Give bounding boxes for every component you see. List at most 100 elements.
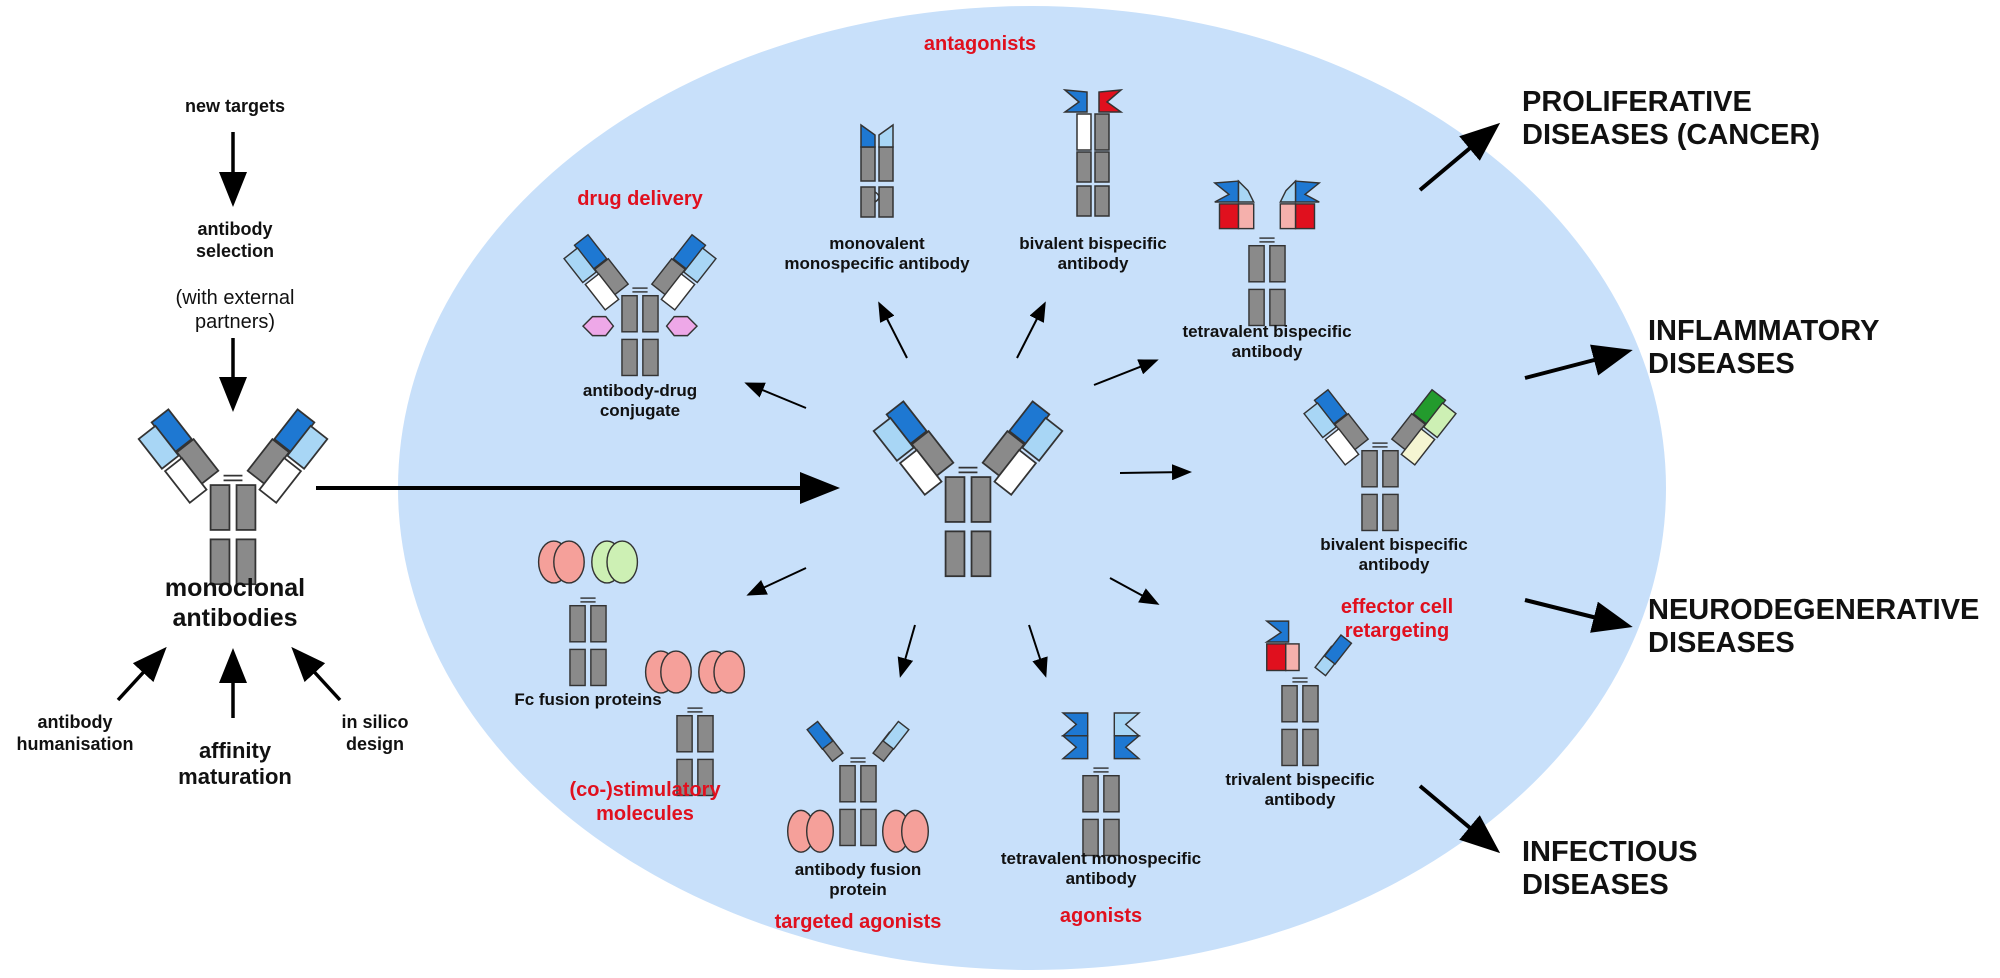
ch2-domain <box>860 764 877 803</box>
affinity-maturation-label: affinity maturation <box>178 738 292 790</box>
inflammatory-diseases-label: INFLAMMATORY DISEASES <box>1648 315 1879 380</box>
cl-domain <box>163 456 208 504</box>
arrow-to-infectious <box>1418 784 1501 854</box>
cl-domain <box>584 272 620 311</box>
tetravalent-monospecific-antibody-label: tetravalent monospecific antibody <box>1000 849 1202 889</box>
knob-into-hole <box>874 191 880 203</box>
ch2-domain <box>235 484 257 531</box>
infectious-diseases-label: INFECTIOUS DISEASES <box>1522 836 1698 901</box>
cl-domain <box>878 146 894 182</box>
ch2-domain <box>1082 774 1099 813</box>
vh-domain <box>1113 735 1141 760</box>
arrow-to-inflammatory <box>1524 344 1633 380</box>
antagonists-label: antagonists <box>923 33 1037 55</box>
effector-cell-retargeting-label: effector cell retargeting <box>1340 596 1454 642</box>
ch3-domain <box>1103 818 1120 857</box>
ch3-domain <box>1248 288 1265 327</box>
vh-domain <box>1061 735 1089 760</box>
antibody-drug-conjugate <box>563 233 717 377</box>
vl-domain <box>1279 179 1297 203</box>
tetravalent-bispecific-antibody-label: tetravalent bispecific antibody <box>1182 322 1352 362</box>
molecules-layer <box>137 89 1457 857</box>
bivalent-bispecific-antibody-top-label: bivalent bispecific antibody <box>1019 234 1167 274</box>
tetravalent-bispecific-antibody <box>1212 179 1322 327</box>
ch2-domain <box>839 764 856 803</box>
ch2-domain <box>1281 684 1298 723</box>
arrow-to-monovalent <box>878 301 908 359</box>
arrows-layer <box>116 122 1633 854</box>
drug-payload <box>581 315 615 337</box>
ch3-domain <box>697 758 714 797</box>
antibody-fusion-protein <box>786 720 930 853</box>
ch2-domain <box>1302 684 1319 723</box>
fusion-domain <box>606 540 639 584</box>
bivalent-bispecific-antibody-right <box>1303 388 1457 532</box>
cl-domain <box>1400 427 1436 466</box>
ch3-domain <box>235 538 257 586</box>
vl-domain <box>1285 643 1300 672</box>
ch1-domain <box>860 146 876 182</box>
fusion-domain <box>900 809 930 853</box>
ch3-domain <box>1382 493 1399 532</box>
co-stimulatory-molecules-label: (co-)stimulatory molecules <box>569 779 721 825</box>
vl-domain <box>137 424 180 470</box>
monoclonal-antibodies-label: monoclonal antibodies <box>164 574 306 632</box>
vh-domain <box>1294 203 1316 230</box>
vl-domain <box>1422 402 1457 439</box>
antibody-drug-conjugate-label: antibody-drug conjugate <box>582 381 698 421</box>
ch3-domain <box>1269 288 1286 327</box>
ch3-domain <box>209 538 231 586</box>
trivalent-bispecific-antibody-label: trivalent bispecific antibody <box>1225 770 1375 810</box>
vl-domain <box>1021 416 1064 462</box>
ch2-domain <box>569 604 586 643</box>
ch2-domain <box>970 476 992 523</box>
cl-domain <box>1324 427 1360 466</box>
antibody-humanisation-label: antibody humanisation <box>16 712 134 754</box>
bivalent-bispecific-antibody-right-label: bivalent bispecific antibody <box>1320 535 1468 575</box>
cl-domain <box>660 272 696 311</box>
fc-domain <box>860 186 876 218</box>
arrow-to-tetravalent-bispecific <box>1093 359 1159 386</box>
arrow-to-fc-fusion <box>746 567 807 596</box>
arrow-to-fusion-protein <box>897 624 916 678</box>
ch3-domain <box>970 530 992 578</box>
ch2-domain <box>209 484 231 531</box>
trivalent-bispecific-antibody <box>1264 620 1353 767</box>
ch2-domain <box>1269 244 1286 283</box>
ch3-domain <box>590 648 607 687</box>
arrow-to-proliferative <box>1418 122 1501 192</box>
arrow-insilico <box>291 646 342 702</box>
vh-domain <box>1323 634 1353 666</box>
new-targets-label: new targets <box>184 96 286 116</box>
cl-domain <box>258 456 303 504</box>
proliferative-diseases-label: PROLIFERATIVE DISEASES (CANCER) <box>1522 86 1821 151</box>
fc-fusion-protein <box>537 540 639 687</box>
fc-domain <box>878 186 894 218</box>
ch3-domain <box>642 338 659 377</box>
ch3-domain <box>1082 818 1099 857</box>
vl-domain <box>878 123 894 148</box>
monovalent-monospecific-antibody-label: monovalent monospecific antibody <box>784 234 970 274</box>
co-stimulatory-molecule <box>644 650 746 797</box>
ch2-domain <box>697 714 714 753</box>
fc-domain <box>1076 185 1092 217</box>
tetravalent-monospecific-antibody <box>1061 712 1141 857</box>
vl-domain <box>1237 179 1255 203</box>
arrow-to-tetravalent-monospecific <box>1028 624 1048 678</box>
fusion-domain <box>660 650 692 694</box>
central-antibody <box>872 400 1064 578</box>
vl-domain <box>682 247 717 284</box>
vl-domain <box>872 416 915 462</box>
with-external-partners-label: (with external partners) <box>175 287 295 333</box>
fusion-domain <box>805 809 835 853</box>
fc-fusion-proteins-label: Fc fusion proteins <box>514 690 662 709</box>
arrow-to-adc <box>744 382 807 409</box>
vl-domain <box>563 247 598 284</box>
ch3-domain <box>944 530 966 578</box>
ch2-domain <box>944 476 966 523</box>
ch2-domain <box>1382 449 1399 488</box>
agonists-label: agonists <box>1059 905 1143 927</box>
vh-domain <box>806 720 834 751</box>
format-ellipse <box>398 6 1666 970</box>
